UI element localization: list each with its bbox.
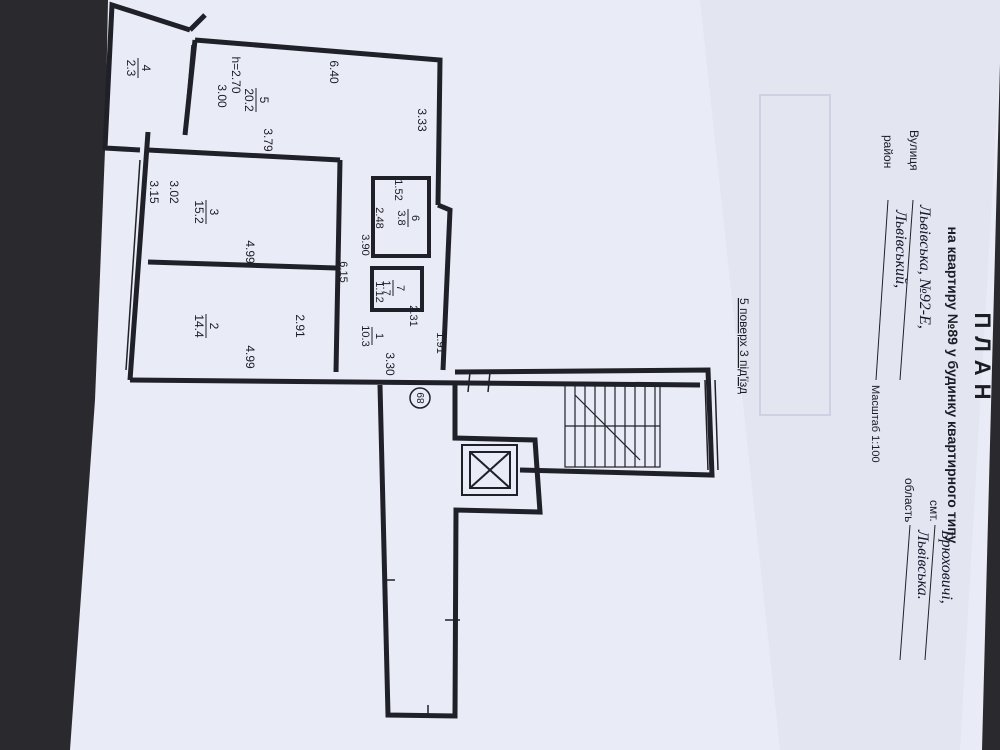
room-5-label: 5 20.2 bbox=[242, 88, 271, 112]
svg-text:1: 1 bbox=[373, 333, 385, 339]
district-value: Львівський, bbox=[892, 209, 909, 288]
scale-label: Масштаб 1:100 bbox=[869, 385, 881, 463]
windows bbox=[125, 44, 719, 471]
svg-text:7: 7 bbox=[394, 285, 406, 291]
street-underline bbox=[899, 199, 914, 381]
svg-text:14.4: 14.4 bbox=[192, 314, 206, 338]
room-4-label: 4 2.3 bbox=[124, 58, 153, 78]
room-7-label: 7 1.7 bbox=[380, 280, 406, 296]
room-labels: 5 20.2 4 2.3 3 15.2 2 14.4 6 3.8 7 1.7 bbox=[124, 58, 421, 347]
svg-text:20.2: 20.2 bbox=[242, 88, 256, 112]
floor-note: 5 поверх 3 під'їзд bbox=[737, 298, 751, 394]
dim-3-30: 3.30 bbox=[383, 352, 397, 376]
room-2-label: 2 14.4 bbox=[192, 314, 221, 338]
town-label: смт. bbox=[927, 500, 941, 522]
district-underline bbox=[875, 199, 889, 381]
svg-text:4: 4 bbox=[139, 65, 153, 72]
dim-4-99-b: 4.99 bbox=[243, 345, 257, 369]
svg-text:6: 6 bbox=[409, 215, 421, 221]
svg-text:1.7: 1.7 bbox=[380, 280, 392, 295]
dim-1-12: 1.12 bbox=[373, 281, 385, 302]
staircase bbox=[564, 384, 661, 468]
door-marks bbox=[385, 371, 491, 718]
svg-text:5: 5 bbox=[257, 97, 271, 104]
svg-text:2: 2 bbox=[207, 323, 221, 330]
paper-shadow bbox=[700, 0, 1000, 750]
dim-1-52: 1.52 bbox=[392, 179, 404, 200]
dim-1-91: 1.91 bbox=[434, 332, 446, 353]
dim-6-40: 6.40 bbox=[327, 60, 341, 84]
dim-3-02: 3.02 bbox=[167, 180, 181, 204]
dim-2-31: 2.31 bbox=[407, 305, 419, 326]
room-1-label: 1 10.3 bbox=[359, 325, 385, 346]
apartment-number: 89 bbox=[416, 392, 427, 404]
dim-2-48: 2.48 bbox=[373, 207, 385, 228]
street-value: Львівська, №92-Е, bbox=[916, 204, 933, 329]
dim-4-99-a: 4.99 bbox=[243, 240, 257, 264]
plan-header: ПЛАН на квартиру №89 у будинку квартирно… bbox=[737, 130, 995, 661]
room-3-label: 3 15.2 bbox=[192, 200, 221, 224]
svg-text:3: 3 bbox=[207, 209, 221, 216]
street-label: Вулиця bbox=[907, 130, 921, 171]
town-value: Брюховичі, bbox=[938, 529, 955, 604]
svg-text:3.8: 3.8 bbox=[395, 210, 407, 225]
region-label: область bbox=[902, 478, 916, 522]
dimension-labels: 6.40 h=2.70 3.00 3.33 3.79 1.52 2.48 3.9… bbox=[147, 56, 446, 376]
dim-3-79: 3.79 bbox=[261, 128, 275, 152]
region-underline bbox=[899, 524, 911, 661]
dim-3-90: 3.90 bbox=[359, 234, 371, 255]
district-label: район bbox=[881, 135, 895, 168]
town-underline bbox=[924, 524, 936, 661]
svg-text:15.2: 15.2 bbox=[192, 200, 206, 224]
apartment-number-circle bbox=[409, 387, 431, 409]
plan-subtitle: на квартиру №89 у будинку квартирного ти… bbox=[945, 227, 961, 544]
elevator-shaft bbox=[461, 444, 518, 496]
dim-3-33: 3.33 bbox=[415, 108, 429, 132]
svg-text:2.3: 2.3 bbox=[124, 60, 138, 77]
dim-2-91: 2.91 bbox=[293, 314, 307, 338]
dim-height: h=2.70 bbox=[229, 56, 243, 93]
region-value: Львівська. bbox=[914, 529, 931, 600]
room-6-label: 6 3.8 bbox=[395, 209, 421, 227]
plan-title: ПЛАН bbox=[970, 312, 995, 407]
faint-stamp bbox=[759, 94, 831, 416]
dim-3-00: 3.00 bbox=[215, 84, 229, 108]
svg-text:10.3: 10.3 bbox=[359, 325, 371, 346]
dim-3-15: 3.15 bbox=[147, 180, 161, 204]
dim-6-15: 6.15 bbox=[337, 261, 349, 282]
